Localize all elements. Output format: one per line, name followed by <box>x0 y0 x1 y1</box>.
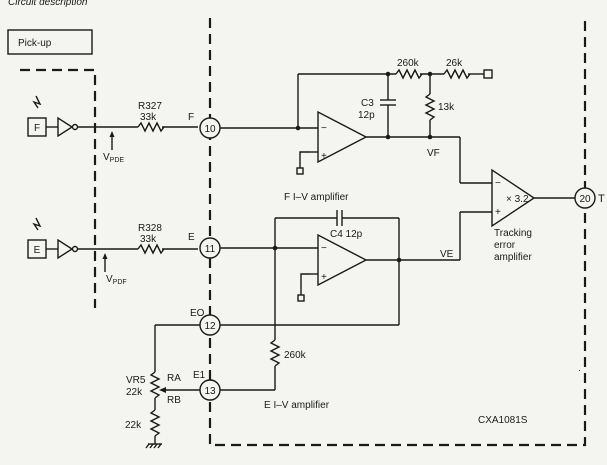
r260k-mid-label: 260k <box>284 350 307 361</box>
page-heading: Circuit description <box>8 0 88 8</box>
vpde-label: VPDE <box>103 152 124 164</box>
r328-name: R328 <box>138 223 162 234</box>
tracking-line-2: error <box>494 240 516 251</box>
vf-label: VF <box>427 148 440 159</box>
opamp-f-minus: − <box>321 123 327 134</box>
resistor-13k <box>424 93 436 121</box>
pin-12: 12 EO <box>190 308 221 336</box>
pin-12-name: EO <box>190 308 205 319</box>
opamp-e-plus: + <box>321 272 327 283</box>
buffer-e-icon <box>57 238 74 260</box>
pin-10-number: 10 <box>204 124 216 135</box>
r327-name: R327 <box>138 101 162 112</box>
r327-value: 33k <box>140 112 157 123</box>
pin-20-number: 20 <box>579 194 591 205</box>
resistor-260k-mid <box>269 339 281 367</box>
f-iv-label: F I–V amplifier <box>284 192 349 203</box>
tracking-plus: + <box>495 207 501 218</box>
r13k-label: 13k <box>438 102 455 113</box>
resistor-260k-top <box>395 68 423 80</box>
pin-13-number: 13 <box>204 386 216 397</box>
pin-10-name: F <box>188 112 194 123</box>
vr5-name: VR5 <box>126 375 146 386</box>
pin-12-number: 12 <box>204 321 216 332</box>
resistor-26k <box>443 68 471 80</box>
photodiode-e-label: E <box>34 245 41 256</box>
tracking-gain: × 3.2 <box>506 194 529 205</box>
photodiode-f-label: F <box>34 123 40 134</box>
c3-name: C3 <box>361 98 374 109</box>
buffer-f-icon <box>57 116 74 138</box>
ve-label: VE <box>440 249 454 260</box>
arrow-up-icon <box>109 131 115 137</box>
opamp-e-minus: − <box>321 243 327 254</box>
r260k-top-label: 260k <box>397 58 420 69</box>
pin-11-name: E <box>188 232 195 243</box>
photodiode-f: F R327 33k VPDE <box>27 95 198 164</box>
tracking-error-amplifier: − + × 3.2 Tracking error amplifier <box>491 168 575 263</box>
tracking-line-3: amplifier <box>494 252 532 263</box>
edge-mark: · <box>578 365 581 375</box>
wiper-arrow-icon <box>159 387 166 393</box>
opamp-e-icon <box>317 233 368 287</box>
opamp-f-icon <box>317 110 368 164</box>
pickup-label: Pick-up <box>18 38 52 49</box>
ic-boundary <box>208 18 587 447</box>
e-iv-label: E I–V amplifier <box>264 400 330 411</box>
pin-20: 20 T <box>574 187 605 209</box>
arrow-up-icon <box>102 253 108 259</box>
pin-13: 13 E1 <box>193 370 221 401</box>
resistor-r328 <box>137 243 165 255</box>
c4-label: C4 12p <box>330 229 363 240</box>
pin-11: 11 E <box>188 232 221 259</box>
vpdf-label: VPDF <box>106 274 127 286</box>
pickup-boundary <box>20 68 97 308</box>
ra-label: RA <box>167 373 181 384</box>
rb-label: RB <box>167 395 181 406</box>
resistor-r327 <box>137 121 165 133</box>
opamp-f-plus: + <box>321 151 327 162</box>
resistor-22k <box>149 409 161 437</box>
pickup-box <box>7 29 93 55</box>
opamp-tracking-icon <box>491 168 536 228</box>
pin-11-number: 11 <box>205 244 216 255</box>
f-iv-amplifier: − + 260k 26k C3 12p 13k VF F I–V amplifi… <box>220 58 493 203</box>
tracking-minus: − <box>495 178 501 189</box>
tracking-line-1: Tracking <box>494 228 532 239</box>
r22k-label: 22k <box>125 420 142 431</box>
vr5-network: VR5 22k 22k RA RB <box>125 324 200 449</box>
c3-value: 12p <box>358 110 375 121</box>
light-arrow-icon <box>32 95 42 109</box>
output-label: T <box>598 193 605 205</box>
chip-label: CXA1081S <box>478 415 528 426</box>
light-arrow-icon <box>32 217 42 231</box>
vr5-value: 22k <box>126 387 143 398</box>
e-iv-amplifier: − + C4 12p VE 260k E I–V amplifier <box>220 210 492 411</box>
r328-value: 33k <box>140 234 157 245</box>
pin-10: 10 F <box>188 112 221 139</box>
potentiometer-vr5 <box>149 371 161 399</box>
photodiode-e: E R328 33k VPDF <box>27 217 198 286</box>
r26k-label: 26k <box>446 58 463 69</box>
pin-13-name: E1 <box>193 370 206 381</box>
